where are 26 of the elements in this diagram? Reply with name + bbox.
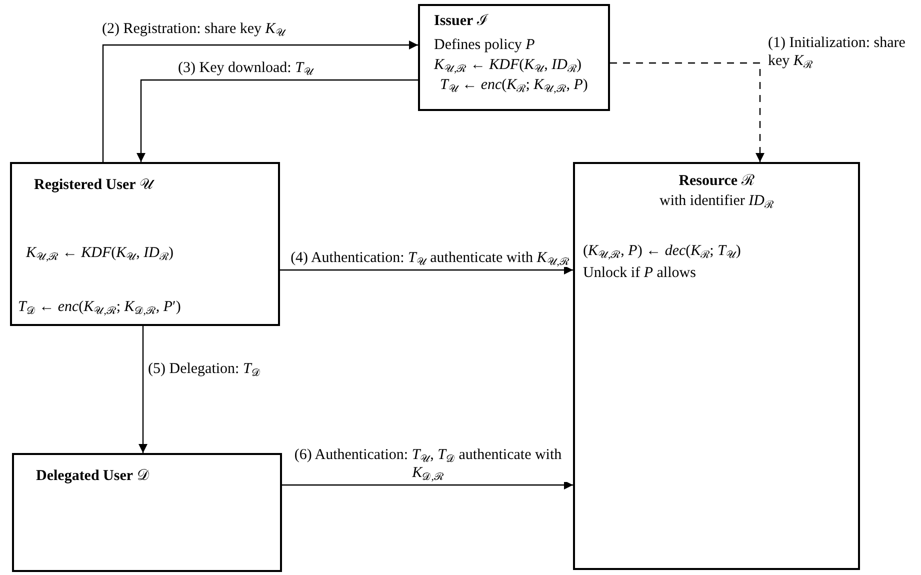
edge-label: (4) Authentication: T$_{𝒰}$ authenticate with K$_{𝒰,ℛ}$ (288, 249, 572, 267)
edge-label: (3) Key download: T$_{𝒰}$ (176, 59, 316, 77)
box-text: Defines policy P (434, 36, 535, 54)
arrow (280, 266, 573, 274)
arrow (282, 480, 573, 490)
box-text: T$_{𝒰}$ ← enc(K$_{ℛ}$; K$_{𝒰,ℛ}$, P) (440, 76, 588, 94)
entity-box (10, 162, 280, 326)
box-text: with identifier ID$_{ℛ}$ (658, 192, 774, 210)
arrow (138, 326, 148, 453)
entity-box (573, 162, 860, 570)
box-text: K$_{𝒰,ℛ}$ ← KDF(K$_{𝒰}$, ID$_{ℛ}$) (434, 56, 582, 74)
entity-box (12, 453, 282, 572)
arrow (610, 62, 764, 162)
box-text: T$_{𝒟}$ ← enc(K$_{𝒰,ℛ}$; K$_{𝒟,ℛ}$, P′) (18, 298, 181, 316)
edge-label: (2) Registration: share key K$_{𝒰}$ (100, 20, 288, 38)
box-heading: Registered User 𝒰 (34, 176, 154, 194)
entity-box (418, 4, 610, 111)
box-heading: Resource ℛ (678, 172, 756, 190)
arrow (102, 40, 418, 162)
box-text: Unlock if P allows (583, 264, 696, 282)
box-text: (K$_{𝒰,ℛ}$, P) ← dec(K$_{ℛ}$; T$_{𝒰}$) (583, 242, 741, 260)
arrow (136, 79, 418, 162)
box-heading: Issuer ℐ (434, 12, 488, 30)
edge-label: (5) Delegation: T$_{𝒟}$ (146, 360, 262, 378)
box-heading: Delegated User 𝒟 (36, 467, 149, 485)
box-text: K$_{𝒰,ℛ}$ ← KDF(K$_{𝒰}$, ID$_{ℛ}$) (26, 244, 174, 262)
